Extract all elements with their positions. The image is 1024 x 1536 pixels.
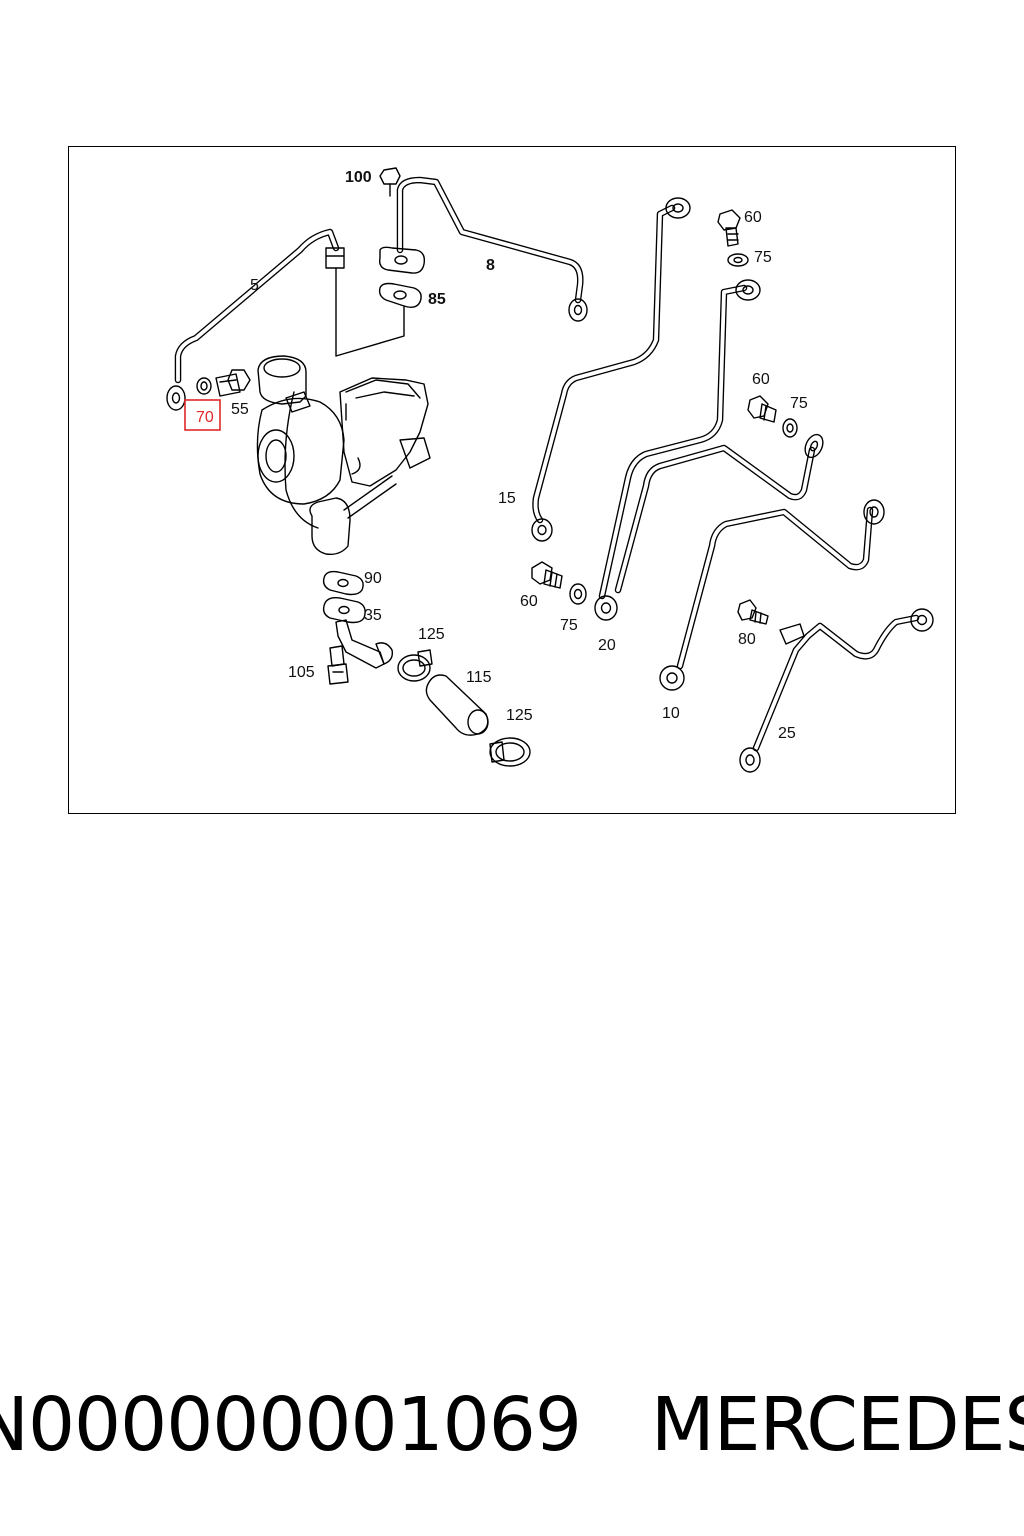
bolt-100[interactable]	[379, 167, 401, 197]
clamp-125-upper[interactable]	[397, 649, 433, 682]
washer-75-lower[interactable]	[569, 583, 587, 605]
callout-70[interactable]: 70	[196, 409, 214, 426]
callout-125-lower: 125	[506, 707, 533, 724]
leader-85	[335, 267, 405, 357]
highlight-box-70	[184, 399, 221, 431]
callout-5: 5	[250, 277, 259, 294]
flange-pipe-35[interactable]	[322, 596, 394, 669]
pipe-8[interactable]	[396, 176, 588, 322]
callout-75-lower: 75	[560, 617, 578, 634]
callout-60-top: 60	[744, 209, 762, 226]
callout-100: 100	[345, 169, 372, 186]
callout-20: 20	[598, 637, 616, 654]
callout-125-upper: 125	[418, 626, 445, 643]
callout-35: 35	[364, 607, 382, 624]
pipe-10[interactable]	[659, 499, 885, 691]
bolt-60-lower[interactable]	[531, 561, 563, 589]
footer-caption: N000000001069 MERCEDES	[0, 1370, 1024, 1480]
hose-115[interactable]	[425, 674, 489, 736]
callout-75-top: 75	[754, 249, 772, 266]
brand-name: MERCEDES	[650, 1382, 1024, 1468]
washer-75-top[interactable]	[727, 253, 749, 267]
banjo-bolt-55[interactable]	[215, 369, 251, 397]
callout-80: 80	[738, 631, 756, 648]
clamp-125-lower[interactable]	[489, 737, 531, 767]
washer-75-middle[interactable]	[782, 418, 798, 438]
turbocharger[interactable]	[256, 355, 431, 556]
fitting-105[interactable]	[327, 645, 349, 685]
gasket-85[interactable]	[378, 282, 422, 309]
callout-10: 10	[662, 705, 680, 722]
part-number: N000000001069	[0, 1382, 582, 1468]
callout-85: 85	[428, 291, 446, 308]
pipe-25[interactable]	[739, 608, 934, 773]
callout-115: 115	[466, 669, 492, 686]
washer-70[interactable]	[196, 377, 212, 395]
flange-8	[378, 246, 426, 274]
callout-60-lower: 60	[520, 593, 538, 610]
callout-90: 90	[364, 570, 382, 587]
callout-25: 25	[778, 725, 796, 742]
pipe-5[interactable]	[166, 228, 345, 411]
pipe-15[interactable]	[531, 197, 691, 542]
bolt-60-middle[interactable]	[747, 395, 777, 423]
bolt-60-top[interactable]	[717, 209, 741, 247]
callout-8: 8	[486, 257, 495, 274]
callout-105: 105	[288, 664, 315, 681]
bolt-80[interactable]	[737, 599, 769, 625]
callout-75-middle: 75	[790, 395, 808, 412]
callout-60-middle: 60	[752, 371, 770, 388]
callout-15: 15	[498, 490, 516, 507]
pipe-20[interactable]	[594, 279, 826, 621]
callout-55: 55	[231, 401, 249, 418]
gasket-90[interactable]	[322, 570, 364, 596]
